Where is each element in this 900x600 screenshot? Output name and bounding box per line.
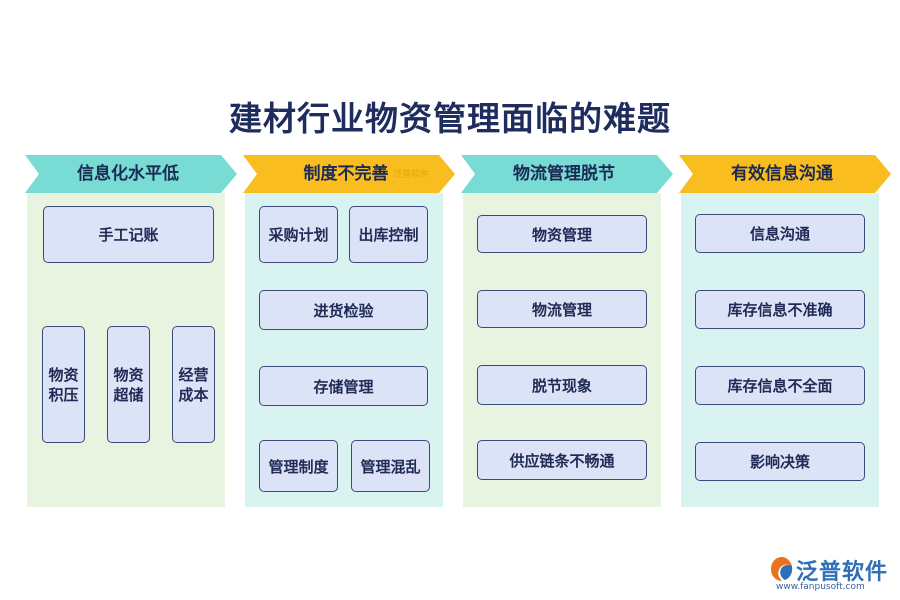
- item-incoming-inspection: 进货检验: [259, 290, 428, 330]
- column-4-header-label: 有效信息沟通: [731, 164, 833, 184]
- item-supply-chain-blocked: 供应链条不畅通: [477, 440, 647, 480]
- item-outbound-control: 出库控制: [349, 206, 428, 263]
- logo-name: 泛普软件: [796, 560, 889, 585]
- column-2: 制度不完善 采购计划 出库控制 进货检验 存储管理 管理制度 管理混乱: [243, 155, 455, 507]
- column-3-header-label: 物流管理脱节: [513, 164, 615, 184]
- item-inventory-incomplete: 库存信息不全面: [695, 366, 865, 405]
- item-inventory-inaccurate: 库存信息不准确: [695, 290, 865, 329]
- item-disconnection: 脱节现象: [477, 365, 647, 405]
- column-1-header-label: 信息化水平低: [77, 164, 179, 184]
- item-operating-cost: 经营 成本: [172, 326, 215, 443]
- item-material-backlog: 物资 积压: [42, 326, 85, 443]
- item-material-management: 物资管理: [477, 215, 647, 253]
- fanpu-logo: 泛普软件 www.fanpusoft.com: [770, 554, 895, 596]
- column-2-header: 制度不完善: [243, 155, 455, 193]
- column-2-header-label: 制度不完善: [303, 164, 389, 184]
- column-1-header: 信息化水平低: [25, 155, 237, 193]
- column-1: 信息化水平低 手工记账 物资 积压 物资 超储 经营 成本: [25, 155, 237, 507]
- item-manual-bookkeeping: 手工记账: [43, 206, 214, 263]
- fanpu-logo-icon: [771, 557, 793, 581]
- item-affect-decision: 影响决策: [695, 442, 865, 481]
- column-1-header-arrow: [25, 155, 237, 193]
- logo-url: www.fanpusoft.com: [776, 582, 865, 592]
- column-4: 有效信息沟通 信息沟通 库存信息不准确 库存信息不全面 影响决策: [679, 155, 891, 507]
- column-2-header-arrow: [243, 155, 455, 193]
- item-logistics-management: 物流管理: [477, 290, 647, 328]
- column-3: 物流管理脱节 物资管理 物流管理 脱节现象 供应链条不畅通: [461, 155, 673, 507]
- diagram-title: 建材行业物资管理面临的难题: [229, 99, 671, 138]
- item-management-chaos: 管理混乱: [351, 440, 430, 492]
- column-3-header-arrow: [461, 155, 673, 193]
- column-4-header: 有效信息沟通: [679, 155, 891, 193]
- column-4-header-arrow: [679, 155, 891, 193]
- column-3-header: 物流管理脱节: [461, 155, 673, 193]
- item-management-system: 管理制度: [259, 440, 338, 492]
- item-storage-management: 存储管理: [259, 366, 428, 406]
- item-info-communication: 信息沟通: [695, 214, 865, 253]
- watermark-text: 泛普软件: [393, 170, 430, 180]
- item-material-overstock: 物资 超储: [107, 326, 150, 443]
- item-purchase-plan: 采购计划: [259, 206, 338, 263]
